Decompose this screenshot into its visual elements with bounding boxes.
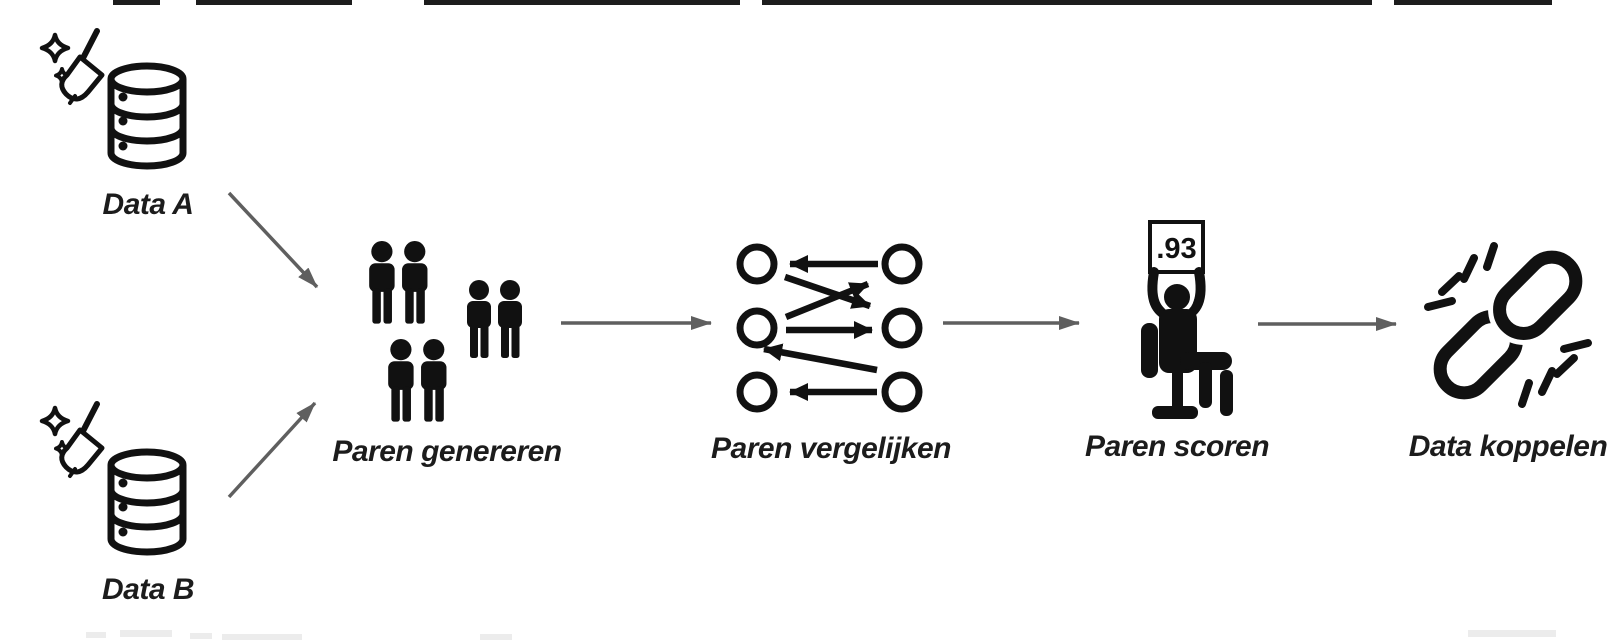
step-label-paren-scoren: Paren scoren bbox=[1084, 430, 1270, 463]
chain-link-icon bbox=[1424, 242, 1592, 408]
people-pairs-icon bbox=[369, 241, 522, 422]
pair-links-graph-icon bbox=[736, 243, 923, 413]
cropped-text-artifact-top bbox=[113, 0, 1552, 5]
arrow-data-a-to-generate bbox=[227, 191, 319, 289]
database-icon bbox=[111, 66, 183, 166]
data-b-label: Data B bbox=[101, 573, 195, 606]
score-card-value: .93 bbox=[1156, 233, 1196, 265]
step-label-paren-vergelijken: Paren vergelijken bbox=[711, 432, 951, 465]
step-label-data-koppelen: Data koppelen bbox=[1408, 430, 1608, 463]
data-a-label: Data A bbox=[102, 188, 194, 221]
score-card bbox=[1148, 220, 1205, 274]
database-icon bbox=[111, 452, 183, 552]
sparkle-broom-icon bbox=[42, 404, 102, 476]
cropped-text-artifact-bottom bbox=[86, 630, 1556, 640]
arrow-data-b-to-generate bbox=[227, 401, 317, 499]
sparkle-broom-icon bbox=[42, 31, 102, 103]
scoring-judge-icon: .93 bbox=[1141, 220, 1233, 419]
step-label-paren-genereren: Paren genereren bbox=[332, 435, 562, 468]
flow-arrows bbox=[227, 191, 1397, 499]
